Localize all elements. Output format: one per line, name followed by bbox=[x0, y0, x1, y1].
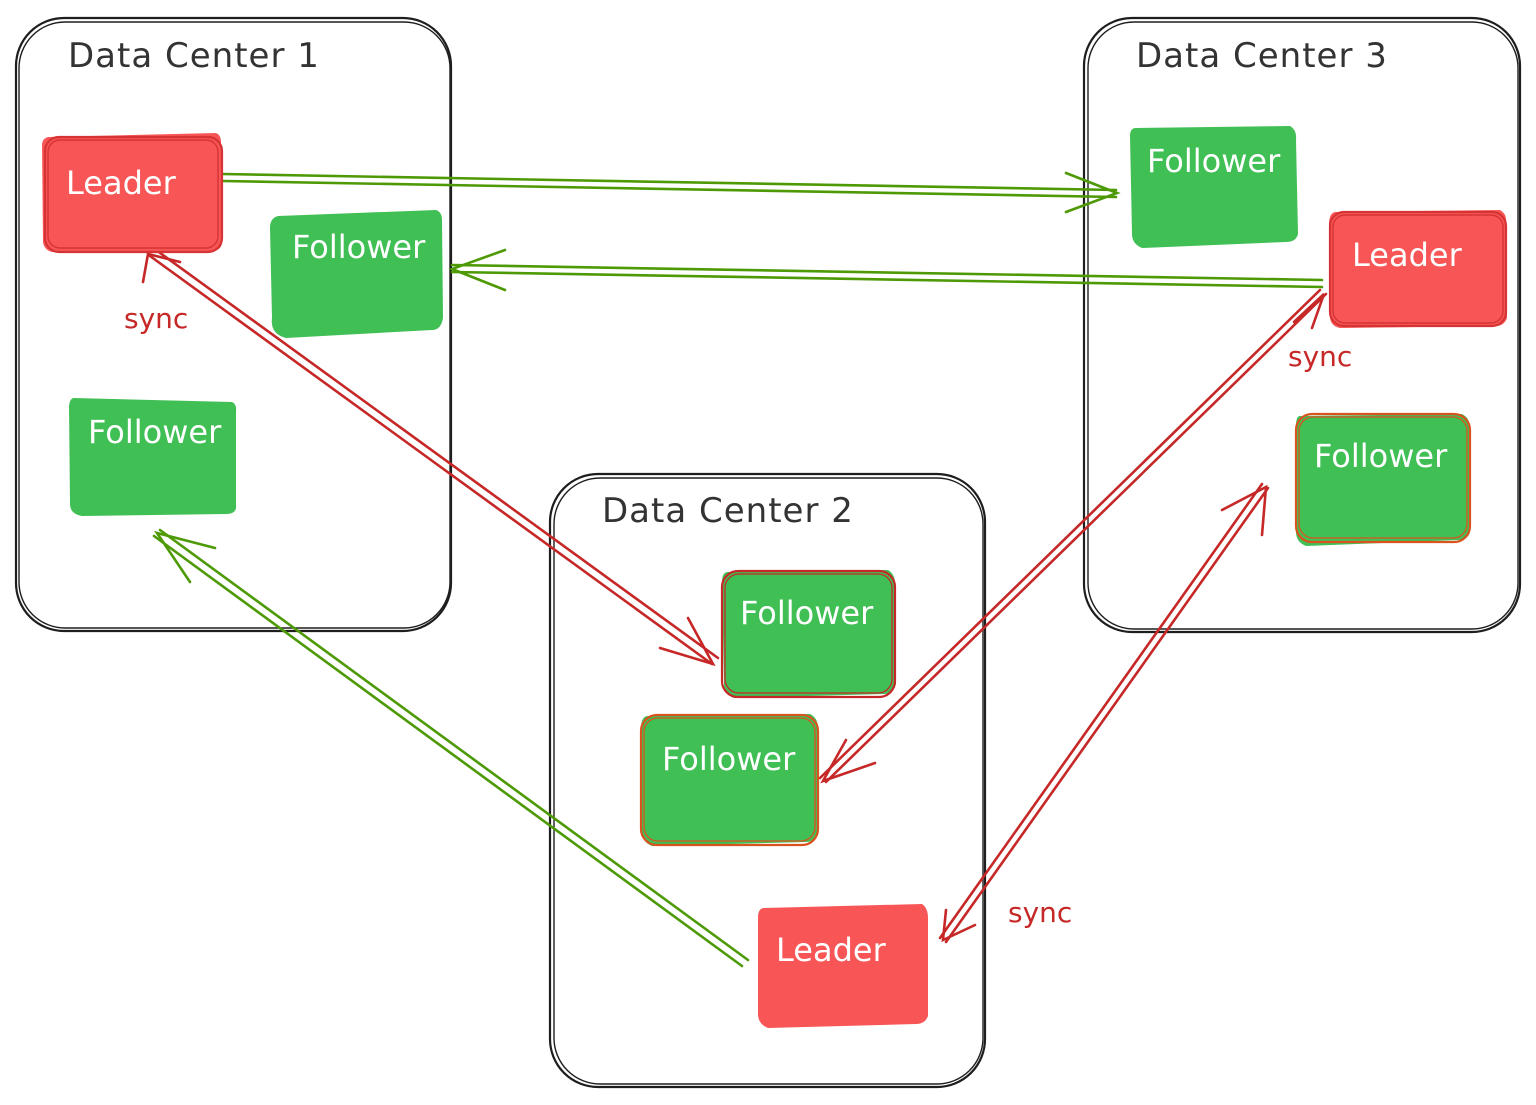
sync-arrow-dc1-leader-to-dc2-follower bbox=[141, 248, 720, 667]
replication-arrow-dc1-leader-to-dc3-follower bbox=[220, 171, 1121, 214]
dc2-leader-label: Leader bbox=[776, 931, 887, 969]
dc2-follower-b-label: Follower bbox=[662, 740, 796, 778]
data-center-2 bbox=[548, 472, 987, 1089]
sync-label-dc2: sync bbox=[1008, 896, 1072, 929]
dc3-follower-b-node[interactable]: Follower bbox=[1294, 412, 1472, 546]
dc2-leader-node[interactable]: Leader bbox=[758, 904, 928, 1028]
dc1-follower-a-node[interactable]: Follower bbox=[270, 210, 443, 338]
data-center-3 bbox=[1082, 16, 1522, 634]
dc3-leader-node[interactable]: Leader bbox=[1328, 210, 1508, 328]
dc1-leader-node[interactable]: Leader bbox=[42, 133, 224, 254]
dc1-follower-a-label: Follower bbox=[292, 228, 426, 266]
sync-label-dc1: sync bbox=[124, 302, 188, 335]
data-center-1 bbox=[14, 16, 453, 633]
dc2-follower-b-node[interactable]: Follower bbox=[639, 713, 820, 847]
dc3-follower-b-label: Follower bbox=[1314, 437, 1448, 475]
dc1-follower-b-label: Follower bbox=[88, 413, 222, 451]
replication-arrow-dc3-leader-to-dc1-follower bbox=[448, 248, 1324, 292]
dc1-follower-b-node[interactable]: Follower bbox=[69, 398, 237, 516]
sync-arrow-dc3-leader-to-dc2-follower bbox=[818, 288, 1328, 784]
dc3-title: Data Center 3 bbox=[1136, 36, 1388, 76]
dc2-title: Data Center 2 bbox=[602, 491, 854, 531]
sync-arrow-dc2-leader-to-dc3-follower bbox=[938, 482, 1270, 944]
sync-label-dc3: sync bbox=[1288, 340, 1352, 373]
dc3-follower-a-label: Follower bbox=[1147, 142, 1281, 180]
dc1-title: Data Center 1 bbox=[68, 36, 320, 76]
dc3-follower-a-node[interactable]: Follower bbox=[1130, 126, 1298, 248]
dc1-leader-label: Leader bbox=[66, 164, 177, 202]
replication-arrow-dc2-leader-to-dc1-follower bbox=[152, 528, 750, 968]
dc3-leader-label: Leader bbox=[1352, 236, 1463, 274]
dc2-follower-a-node[interactable]: Follower bbox=[720, 569, 897, 699]
dc2-follower-a-label: Follower bbox=[740, 594, 874, 632]
